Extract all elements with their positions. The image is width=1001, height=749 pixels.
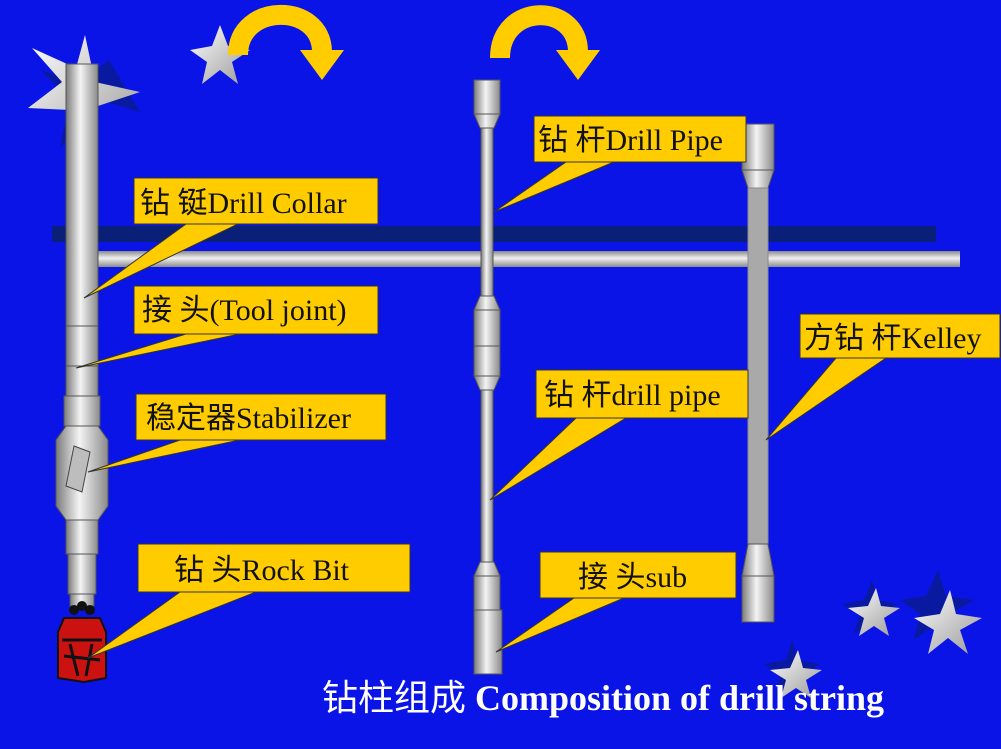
callout-label: 方钻 杆Kelley (804, 322, 981, 355)
callout-stabilizer: 稳定器Stabilizer (87, 393, 387, 473)
callout-label: 钻 头Rock Bit (174, 554, 350, 587)
slide-title-en: Composition of drill string (475, 678, 885, 718)
slide-title-zh: 钻柱组成 (322, 678, 467, 718)
slide-title: 钻柱组成 Composition of drill string (322, 674, 962, 722)
star-icon (900, 570, 982, 654)
callout-label: 钻 杆Drill Pipe (538, 124, 723, 157)
callout-label: 接 头(Tool joint) (142, 294, 347, 327)
callout-drill-pipe-lower: 钻 杆drill pipe (489, 369, 749, 501)
rotary-table-bar (92, 251, 960, 267)
star-icon (190, 25, 250, 84)
curved-arrow-icon (228, 4, 344, 80)
callout-rock-bit: 钻 头Rock Bit (87, 543, 411, 659)
curved-arrow-icon (490, 5, 600, 80)
star-icon (764, 640, 822, 698)
callout-label: 钻 杆drill pipe (544, 379, 721, 412)
callout-kelley: 方钻 杆Kelley (765, 313, 1001, 441)
drill-collar-assembly (55, 63, 109, 684)
rock-bit-icon (57, 601, 107, 684)
star-icon (842, 580, 900, 636)
callout-label: 接 头sub (578, 561, 687, 594)
dark-horizontal-bar (52, 226, 936, 242)
callout-label: 钻 铤Drill Collar (140, 187, 347, 220)
callout-label: 稳定器Stabilizer (146, 402, 351, 435)
callout-drill-collar: 钻 铤Drill Collar (83, 177, 379, 299)
callout-drill-pipe-upper: 钻 杆Drill Pipe (493, 115, 747, 213)
drill-pipe-assembly (473, 79, 503, 675)
callout-tool-joint: 接 头(Tool joint) (75, 285, 379, 369)
kelley-assembly (741, 123, 775, 623)
callout-sub: 接 头sub (495, 551, 737, 653)
